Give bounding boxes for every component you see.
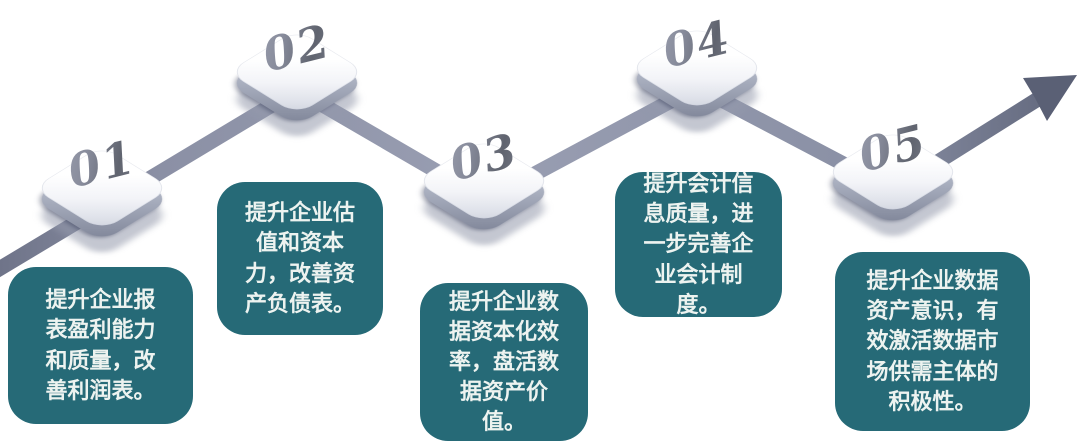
step-3-text: 提升企业数据资本化效率，盘活数据资产价值。 — [448, 288, 559, 435]
step-1-text: 提升企业报表盈利能力和质量，改善利润表。 — [45, 287, 156, 403]
step-2-platform: 02 — [217, 0, 377, 154]
step-3-platform: 03 — [404, 93, 564, 263]
step-3-box: 提升企业数据资本化效率，盘活数据资产价值。 — [420, 283, 588, 441]
step-1-platform: 01 — [22, 100, 182, 270]
step-5-platform: 05 — [813, 84, 973, 254]
step-5-box: 提升企业数据资产意识，有效激活数据市场供需主体的积极性。 — [835, 252, 1030, 431]
step-1-box: 提升企业报表盈利能力和质量，改善利润表。 — [8, 267, 193, 424]
step-5-text: 提升企业数据资产意识，有效激活数据市场供需主体的积极性。 — [866, 268, 999, 414]
arrow-head-icon — [1023, 75, 1077, 121]
step-4-text: 提升会计信息质量，进一步完善企业会计制度。 — [643, 171, 754, 317]
step-2-box: 提升企业估值和资本力，改善资产负债表。 — [217, 182, 383, 335]
step-4-platform: 04 — [617, 0, 777, 150]
step-2-text: 提升企业估值和资本力，改善资产负债表。 — [244, 200, 355, 316]
step-4-box: 提升会计信息质量，进一步完善企业会计制度。 — [615, 171, 782, 317]
